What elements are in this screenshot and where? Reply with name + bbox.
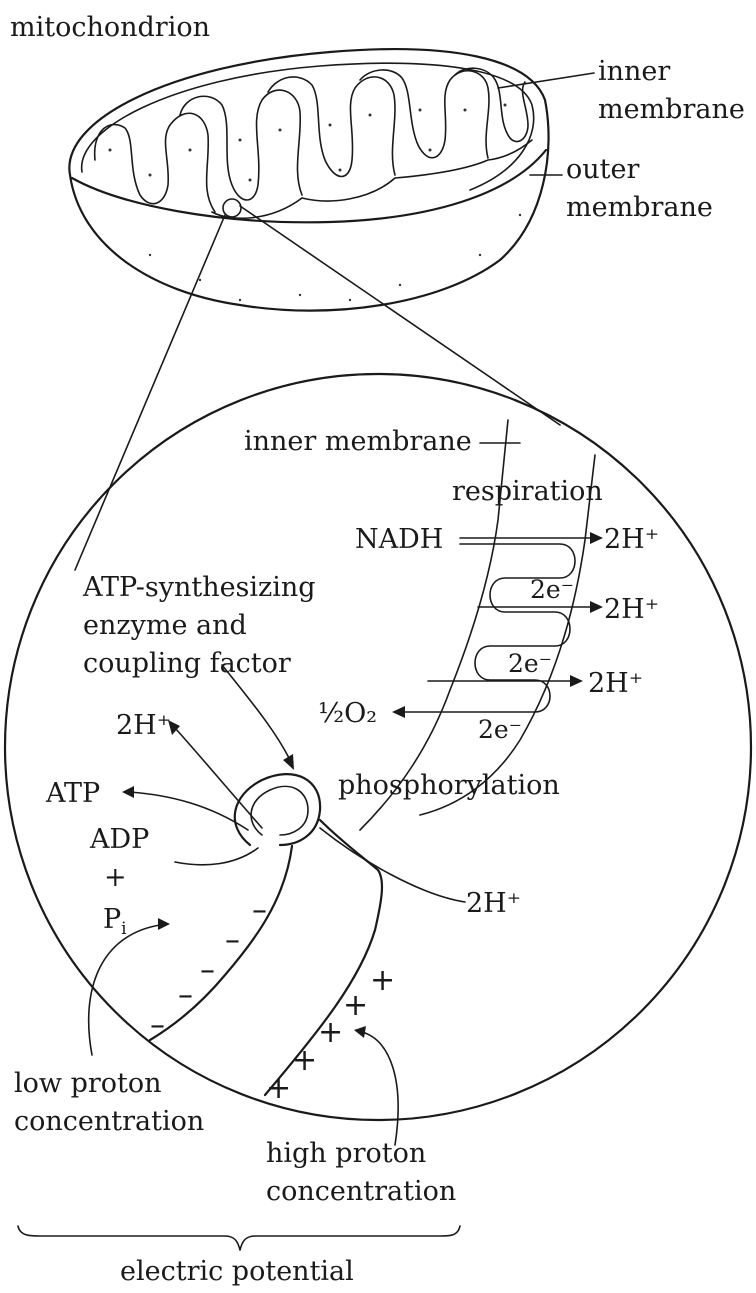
label-high-proton-2: concentration (266, 1176, 456, 1207)
label-inner-membrane-2: membrane (598, 94, 745, 125)
label-low-proton-2: concentration (14, 1106, 204, 1137)
label-h-plus-1: 2H⁺ (604, 524, 659, 555)
minus-sign: – (225, 923, 240, 958)
positive-charges: + + + + + (266, 963, 395, 1106)
label-inner-membrane-detail: inner membrane (244, 426, 472, 457)
mitochondrion-inner-rim (82, 63, 534, 190)
label-plus: + (104, 862, 127, 893)
label-high-proton-1: high proton (266, 1138, 426, 1169)
mitochondrion-cut-plane (72, 150, 546, 222)
label-adp: ADP (89, 824, 149, 855)
label-enzyme-3: coupling factor (83, 648, 291, 679)
label-pi: Pi (103, 904, 127, 939)
plus-sign: + (292, 1043, 317, 1078)
label-electric-potential: electric potential (120, 1256, 354, 1287)
label-outer-membrane-2: membrane (566, 192, 713, 223)
mitochondrion-outer-shell (69, 49, 548, 311)
label-low-proton-1: low proton (14, 1068, 162, 1099)
zoom-marker (223, 199, 241, 217)
label-mitochondrion: mitochondrion (10, 12, 210, 43)
label-respiration: respiration (452, 476, 603, 507)
label-h-plus-2: 2H⁺ (604, 594, 659, 625)
label-inner-membrane-1: inner (598, 56, 670, 87)
cristae (95, 68, 532, 218)
arrow-heads (392, 532, 603, 718)
label-phosphorylation: phosphorylation (338, 770, 560, 801)
label-h-plus-out: 2H⁺ (116, 710, 171, 741)
reaction-arrows (122, 720, 465, 902)
minus-sign: – (200, 953, 215, 988)
plus-sign: + (266, 1071, 291, 1106)
enzyme-leader (222, 665, 290, 760)
minus-sign: – (252, 893, 267, 928)
label-h-plus-in: 2H⁺ (466, 888, 521, 919)
leader-inner-membrane (498, 73, 594, 88)
atp-synthase (235, 774, 320, 845)
electron-transport-chain (400, 538, 595, 712)
label-nadh: NADH (355, 524, 443, 555)
zoom-line-right (240, 206, 560, 425)
label-enzyme-2: enzyme and (83, 610, 247, 641)
mitochondrion-illustration (69, 49, 548, 311)
plus-sign: + (318, 1015, 343, 1050)
plus-sign: + (370, 963, 395, 998)
detail-circle (5, 374, 751, 1120)
label-enzyme-1: ATP-synthesizing (82, 572, 316, 603)
negative-charges: – – – – – (150, 893, 267, 1043)
label-electrons-2: 2e⁻ (508, 649, 552, 678)
plus-sign: + (343, 988, 368, 1023)
minus-sign: – (178, 978, 193, 1013)
zoom-line-left (75, 215, 225, 570)
minus-sign: – (150, 1008, 165, 1043)
label-electrons-3: 2e⁻ (478, 715, 522, 744)
label-electrons-1: 2e⁻ (530, 575, 574, 604)
potential-brace (18, 1226, 460, 1250)
label-h-plus-3: 2H⁺ (588, 668, 643, 699)
label-outer-membrane-1: outer (566, 154, 639, 185)
label-half-o2: ½O₂ (318, 698, 377, 729)
label-atp: ATP (45, 778, 100, 809)
phosphorylation-membrane (150, 820, 382, 1095)
